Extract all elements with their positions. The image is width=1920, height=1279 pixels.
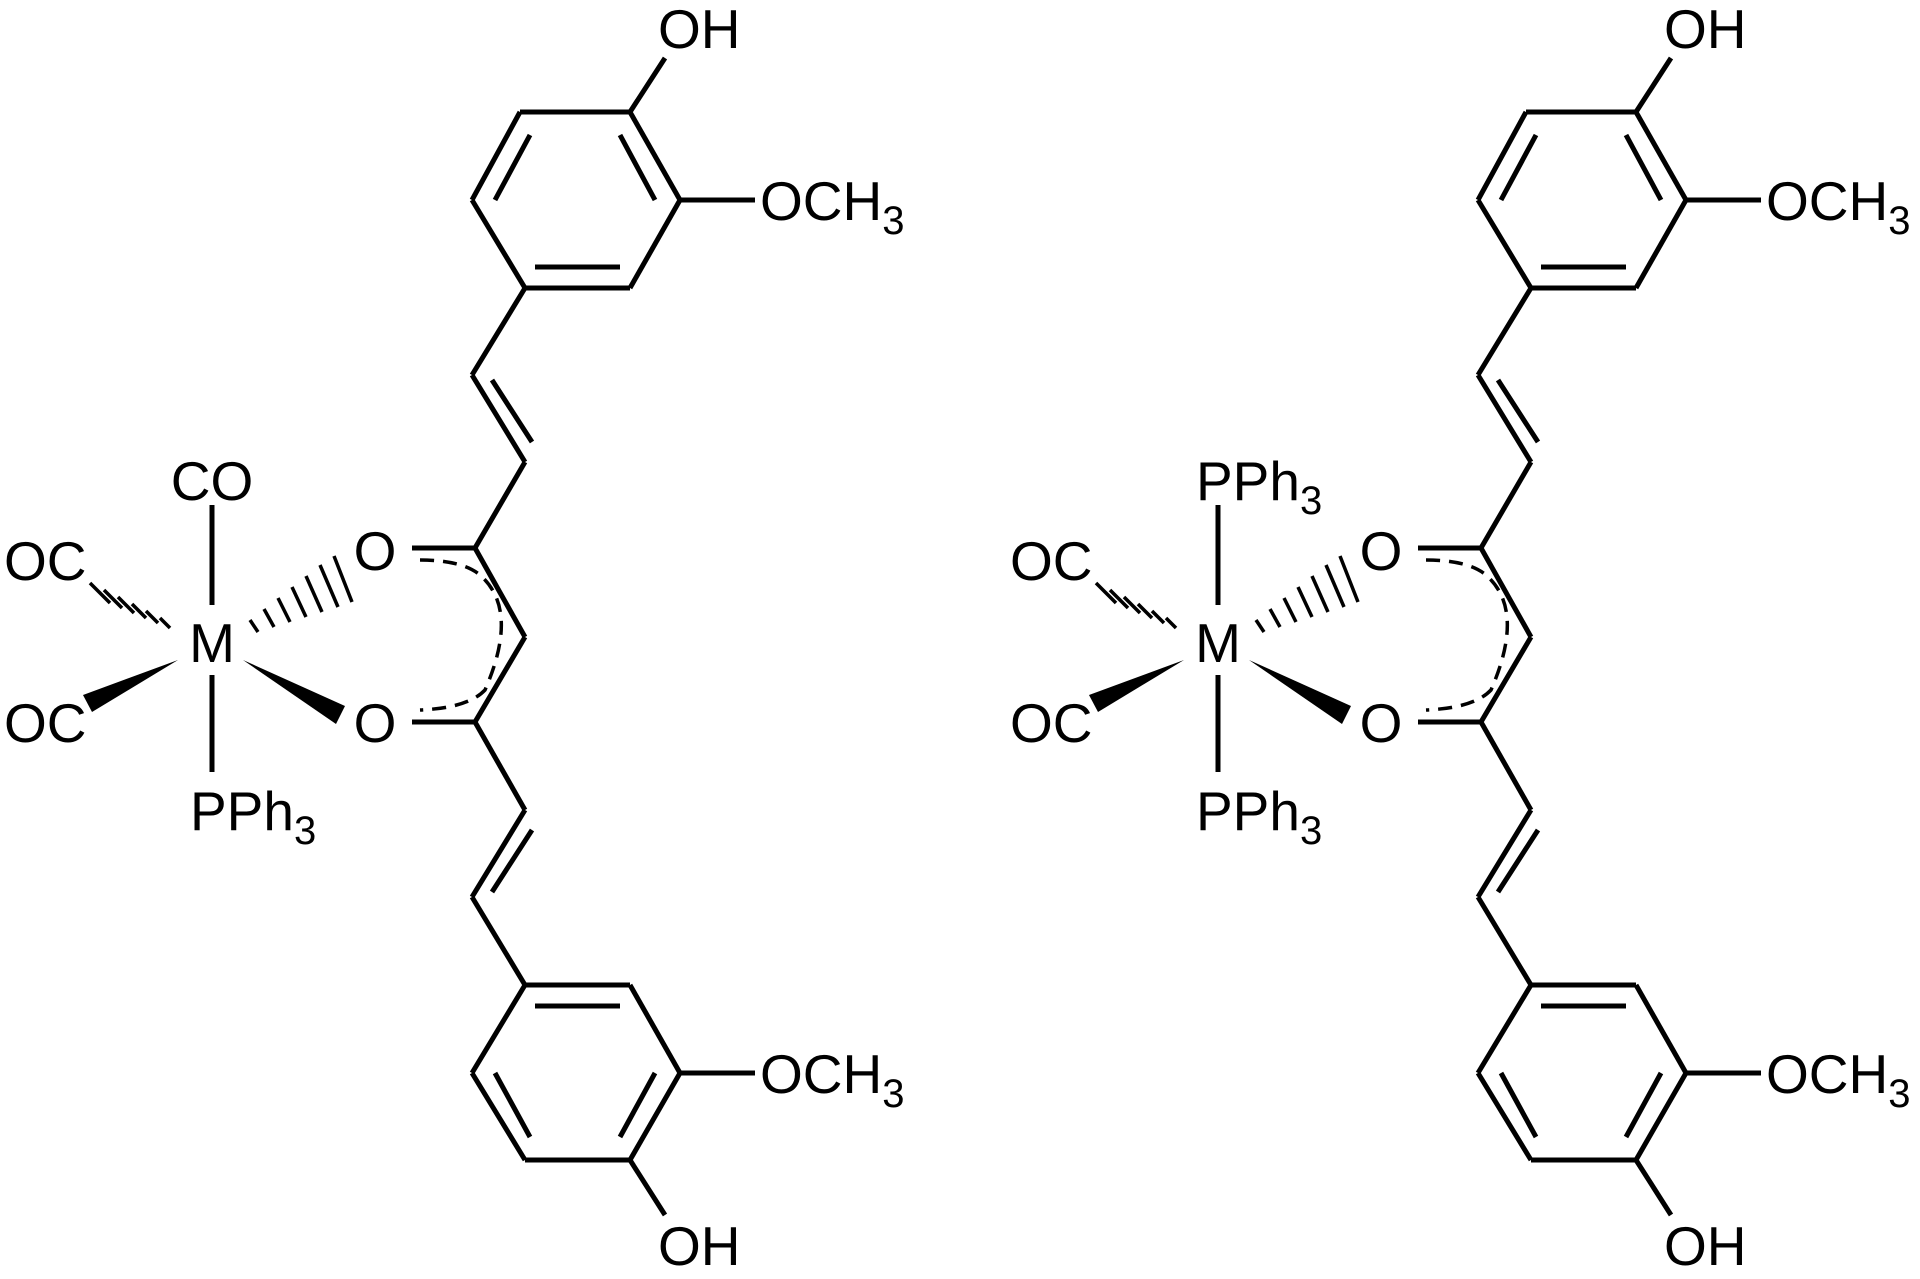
oxygen-bottom-label: O bbox=[354, 692, 397, 754]
equatorial-left-top-label: OC bbox=[1010, 530, 1093, 592]
oxygen-top-label: O bbox=[1360, 520, 1403, 582]
aryl-ring-top bbox=[469, 56, 755, 291]
aryl-ring-bottom bbox=[469, 982, 755, 1217]
axial-bottom-label: PPh3 bbox=[190, 780, 316, 853]
ring-bottom-methoxy-label: OCH3 bbox=[1766, 1043, 1910, 1116]
ring-top-oh-label: OH bbox=[1664, 0, 1747, 60]
metal-bonds bbox=[1089, 505, 1360, 772]
ring-bottom-methoxy-label: OCH3 bbox=[760, 1043, 904, 1116]
vinyl-top bbox=[469, 286, 535, 550]
equatorial-left-bottom-label: OC bbox=[1010, 692, 1093, 754]
ring-bottom-oh-label: OH bbox=[658, 1215, 741, 1277]
structure-2: PPh3 M OC OC O O PPh3 OH OCH3 OCH3 OH bbox=[1010, 0, 1910, 1277]
ring-top-methoxy-label: OCH3 bbox=[1766, 170, 1910, 243]
metal-bonds bbox=[83, 505, 354, 772]
metal-label: M bbox=[1195, 612, 1241, 674]
aryl-ring-top bbox=[1475, 56, 1761, 291]
oxygen-top-label: O bbox=[354, 520, 397, 582]
vinyl-top bbox=[1475, 286, 1541, 550]
axial-bottom-label: PPh3 bbox=[1196, 780, 1322, 853]
structure-1: CO M OC OC O O PPh3 OH OCH3 OCH3 OH bbox=[4, 0, 904, 1277]
aryl-ring-bottom bbox=[1475, 982, 1761, 1217]
axial-top-label: PPh3 bbox=[1196, 450, 1322, 523]
metal-label: M bbox=[189, 612, 235, 674]
vinyl-bottom bbox=[1475, 720, 1541, 987]
ring-top-oh-label: OH bbox=[658, 0, 741, 60]
axial-top-label: CO bbox=[171, 450, 254, 512]
ring-bottom-oh-label: OH bbox=[1664, 1215, 1747, 1277]
labels-structure-1: CO M OC OC O O PPh3 OH OCH3 OCH3 OH bbox=[4, 0, 904, 1277]
ring-top-methoxy-label: OCH3 bbox=[760, 170, 904, 243]
oxygen-bottom-label: O bbox=[1360, 692, 1403, 754]
labels-structure-2: PPh3 M OC OC O O PPh3 OH OCH3 OCH3 OH bbox=[1010, 0, 1910, 1277]
equatorial-left-top-label: OC bbox=[4, 530, 87, 592]
chelate-backbone bbox=[1418, 545, 1534, 725]
chelate-backbone bbox=[412, 545, 528, 725]
equatorial-left-bottom-label: OC bbox=[4, 692, 87, 754]
vinyl-bottom bbox=[469, 720, 535, 987]
